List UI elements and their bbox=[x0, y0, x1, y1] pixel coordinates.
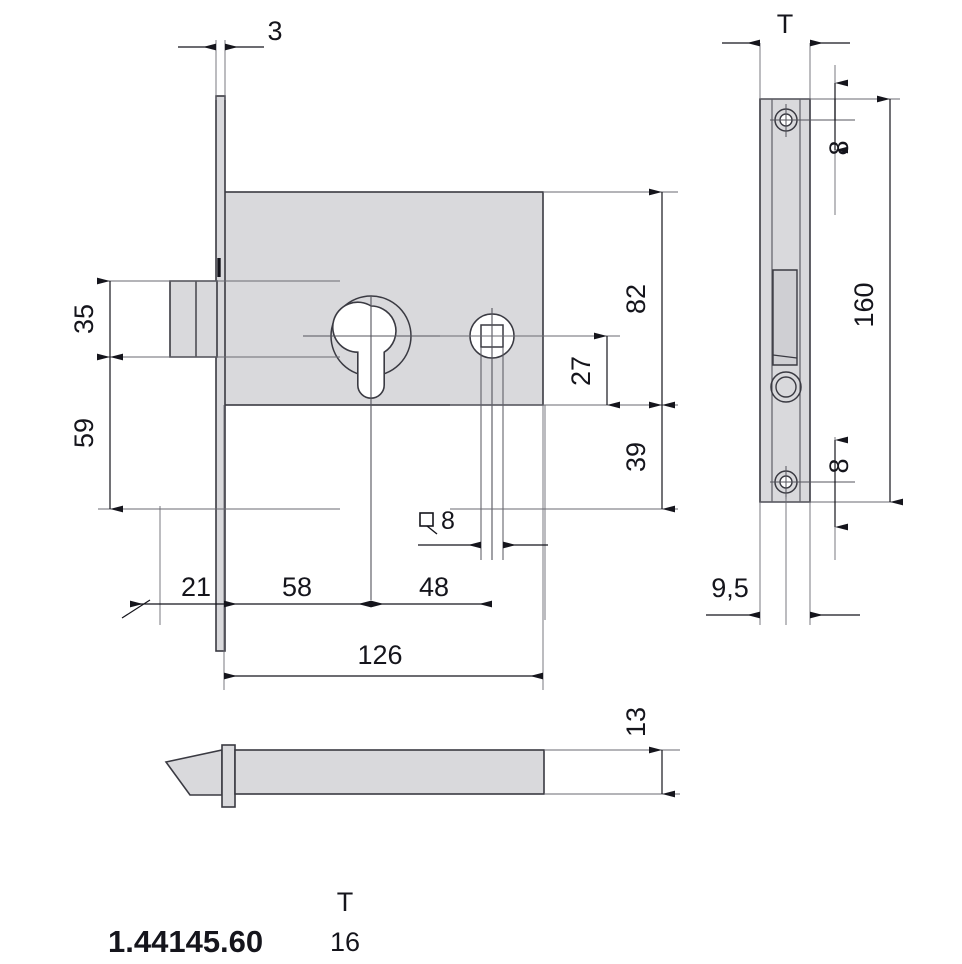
dimension-21: 21 bbox=[121, 572, 224, 619]
dimension-39: 39 bbox=[621, 401, 675, 513]
dim-label-spindle-square: 8 bbox=[441, 507, 455, 535]
dimension-160: 160 bbox=[849, 95, 903, 506]
dimension-T: T bbox=[722, 9, 850, 47]
dimension-48: 48 bbox=[371, 572, 492, 608]
latch-profile-view: 13 bbox=[164, 707, 680, 808]
dim-label-latch-height: 13 bbox=[621, 707, 651, 737]
euro-cylinder-keyhole bbox=[331, 301, 397, 399]
front-view: 3 35 59 82 27 39 8 bbox=[69, 16, 678, 690]
dimension-3: 3 bbox=[178, 16, 283, 100]
latch-bolt bbox=[169, 280, 218, 358]
dim-label-faceplate-to-body: 21 bbox=[181, 572, 211, 602]
dim-label-backset: 58 bbox=[282, 572, 312, 602]
dim-label-total-length: 126 bbox=[357, 640, 402, 670]
dim-label-faceplate-thickness: 3 bbox=[267, 16, 282, 46]
dim-label-cyl-spindle-vertical: 27 bbox=[566, 356, 596, 386]
latch-faceplate-collar bbox=[221, 744, 236, 808]
side-cylinder-hole-outer bbox=[770, 371, 802, 403]
dimension-8-bottom: 8 bbox=[824, 436, 854, 531]
latch-shank bbox=[234, 749, 545, 795]
side-latch-slot-divider bbox=[772, 354, 798, 359]
square-symbol-icon bbox=[419, 512, 434, 527]
dimension-13: 13 bbox=[621, 707, 675, 798]
dim-label-cyl-to-spindle: 48 bbox=[419, 572, 449, 602]
dim-label-screw-edge-bottom: 8 bbox=[824, 458, 854, 473]
dim-label-screw-edge-top: 8 bbox=[824, 140, 854, 155]
title-block-t-label: T bbox=[337, 887, 354, 917]
dim-label-latch-upper: 35 bbox=[69, 304, 99, 334]
dimension-9-5: 9,5 bbox=[706, 573, 860, 619]
side-view: T 8 160 8 9,5 bbox=[706, 9, 903, 625]
part-number: 1.44145.60 bbox=[108, 924, 263, 959]
side-cylinder-hole-inner bbox=[775, 376, 797, 398]
dim-label-body-depth: 9,5 bbox=[711, 573, 749, 603]
dimension-27: 27 bbox=[566, 332, 620, 409]
faceplate-edge bbox=[215, 95, 226, 652]
dim-label-faceplate-width: T bbox=[777, 9, 794, 39]
dimension-35: 35 bbox=[69, 277, 123, 361]
dimension-58: 58 bbox=[224, 572, 371, 608]
dim-label-body-height-lower: 39 bbox=[621, 442, 651, 472]
side-latch-slot bbox=[772, 269, 798, 366]
dimension-59: 59 bbox=[69, 353, 123, 513]
dimension-82: 82 bbox=[621, 188, 675, 409]
dim-label-body-height-upper: 82 bbox=[621, 284, 651, 314]
dim-label-faceplate-length: 160 bbox=[849, 282, 879, 327]
dim-label-latch-lower: 59 bbox=[69, 418, 99, 448]
dimension-8-top: 8 bbox=[824, 79, 854, 156]
title-block-t-value: 16 bbox=[330, 927, 360, 957]
dimension-126: 126 bbox=[224, 640, 543, 680]
dimension-square-8: 8 bbox=[418, 507, 548, 549]
title-block: T 1.44145.60 16 bbox=[108, 887, 360, 959]
